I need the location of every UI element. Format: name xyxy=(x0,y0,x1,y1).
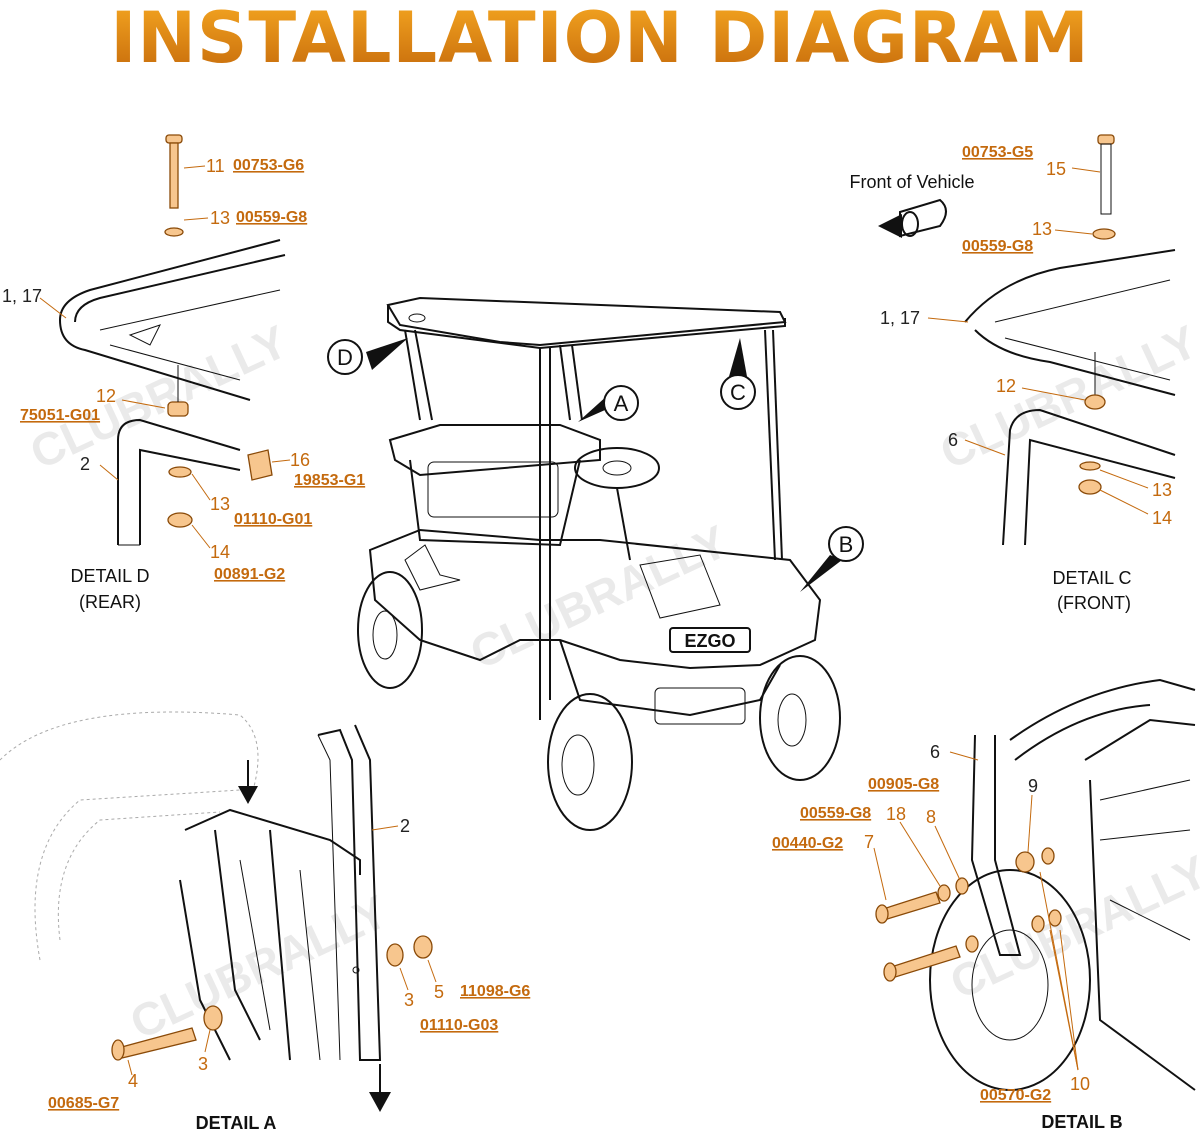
bolt-head xyxy=(883,962,897,982)
label-7: 7 xyxy=(864,832,874,852)
nut-part xyxy=(413,935,433,959)
label-12: 12 xyxy=(996,376,1016,396)
washer-part xyxy=(937,884,951,902)
bolt-head xyxy=(111,1039,125,1061)
spacer-part xyxy=(1015,851,1035,873)
callout-c: C xyxy=(720,338,756,410)
detail-title: DETAIL D xyxy=(70,566,149,586)
label-16: 16 xyxy=(290,450,310,470)
part-number: 19853-G1 xyxy=(294,472,365,489)
golf-cart-illustration: EZGO D A C B xyxy=(327,296,864,831)
label-4: 4 xyxy=(128,1071,138,1091)
washer-part xyxy=(168,466,192,478)
label-6: 6 xyxy=(930,742,940,762)
part-number: 11098-G6 xyxy=(460,983,530,1000)
svg-text:D: D xyxy=(337,345,353,370)
label-9: 9 xyxy=(1028,776,1038,796)
washer-part xyxy=(1041,847,1055,865)
label-5: 5 xyxy=(434,982,444,1002)
watermark-text: CLUBRALLY xyxy=(932,315,1200,479)
label-8: 8 xyxy=(926,807,936,827)
label-3: 3 xyxy=(404,990,414,1010)
clip-part xyxy=(247,449,273,481)
nut-part xyxy=(167,512,193,528)
label-18: 18 xyxy=(886,804,906,824)
ezgo-logo xyxy=(669,627,751,653)
detail-title: DETAIL A xyxy=(196,1113,277,1133)
washer-part xyxy=(164,227,184,237)
washer-part xyxy=(1048,909,1062,927)
bolt-shank xyxy=(1100,143,1112,215)
page-title: INSTALLATION DIAGRAM xyxy=(110,0,1089,79)
detail-subtitle: (FRONT) xyxy=(1057,593,1131,613)
part-number: 00559-G8 xyxy=(236,209,307,226)
part-number: 00753-G6 xyxy=(233,157,304,174)
svg-text:B: B xyxy=(839,532,854,557)
washer-part xyxy=(1031,915,1045,933)
label-13: 13 xyxy=(210,494,230,514)
watermarks: CLUBRALLY CLUBRALLY CLUBRALLY CLUBRALLY … xyxy=(22,315,1200,1049)
watermark-text: CLUBRALLY xyxy=(942,845,1200,1009)
washer-part xyxy=(965,935,979,953)
front-of-vehicle-label: Front of Vehicle xyxy=(849,172,974,192)
washer-part xyxy=(1079,461,1101,471)
detail-title: DETAIL B xyxy=(1041,1112,1122,1132)
label-11: 11 xyxy=(206,156,225,176)
part-number: 00891-G2 xyxy=(214,566,285,583)
label-12: 12 xyxy=(96,386,116,406)
bushing-part xyxy=(167,401,189,417)
label-2: 2 xyxy=(400,816,410,836)
label-15: 15 xyxy=(1046,159,1066,179)
ezgo-logo-text: EZGO xyxy=(684,631,735,651)
svg-text:C: C xyxy=(730,380,746,405)
bolt-part xyxy=(1097,134,1115,145)
part-number: 01110-G03 xyxy=(420,1017,498,1034)
arrow-down-icon xyxy=(369,1092,391,1112)
front-arrow-icon xyxy=(878,214,902,238)
callout-d: D xyxy=(327,338,408,375)
label-13: 13 xyxy=(210,208,230,228)
label-6: 6 xyxy=(948,430,958,450)
part-number: 00905-G8 xyxy=(868,776,939,793)
part-number: 01110-G01 xyxy=(234,511,312,528)
detail-a: 2 3 5 11098-G6 01110-G03 3 4 00685-G7 DE… xyxy=(0,711,530,1133)
detail-subtitle: (REAR) xyxy=(79,592,141,612)
part-number: 00559-G8 xyxy=(800,805,871,822)
label-1-17: 1, 17 xyxy=(2,286,42,306)
bolt-head xyxy=(875,904,889,924)
label-1-17: 1, 17 xyxy=(880,308,920,328)
bolt-part xyxy=(165,134,183,144)
label-13: 13 xyxy=(1032,219,1052,239)
detail-c: Front of Vehicle 00753-G5 15 13 00559-G8 xyxy=(849,134,1176,613)
label-14: 14 xyxy=(210,542,230,562)
label-3: 3 xyxy=(198,1054,208,1074)
washer-part xyxy=(386,943,404,967)
callout-a: A xyxy=(578,385,639,422)
label-13: 13 xyxy=(1152,480,1172,500)
label-14: 14 xyxy=(1152,508,1172,528)
washer-part xyxy=(955,877,969,895)
detail-title: DETAIL C xyxy=(1052,568,1131,588)
part-number: 00685-G7 xyxy=(48,1095,119,1112)
bolt-part xyxy=(879,891,941,921)
bolt-shank xyxy=(169,142,179,209)
washer-part xyxy=(1092,228,1116,240)
bushing-part xyxy=(1084,394,1106,410)
detail-b: 6 00905-G8 9 00559-G8 18 8 00440-G2 7 10… xyxy=(772,678,1196,1132)
svg-text:A: A xyxy=(614,391,629,416)
part-number: 75051-G01 xyxy=(20,407,100,424)
part-number: 00570-G2 xyxy=(980,1087,1051,1104)
callout-b: B xyxy=(800,526,864,592)
arrow-down-icon xyxy=(238,786,258,804)
part-number: 00440-G2 xyxy=(772,835,843,852)
washer-part xyxy=(203,1005,223,1031)
detail-d: 11 00753-G6 13 00559-G8 1, 17 12 75051-G… xyxy=(2,134,365,612)
part-number: 00753-G5 xyxy=(962,144,1033,161)
label-10: 10 xyxy=(1070,1074,1090,1094)
label-2: 2 xyxy=(80,454,90,474)
nut-part xyxy=(1078,479,1102,495)
part-number: 00559-G8 xyxy=(962,238,1033,255)
